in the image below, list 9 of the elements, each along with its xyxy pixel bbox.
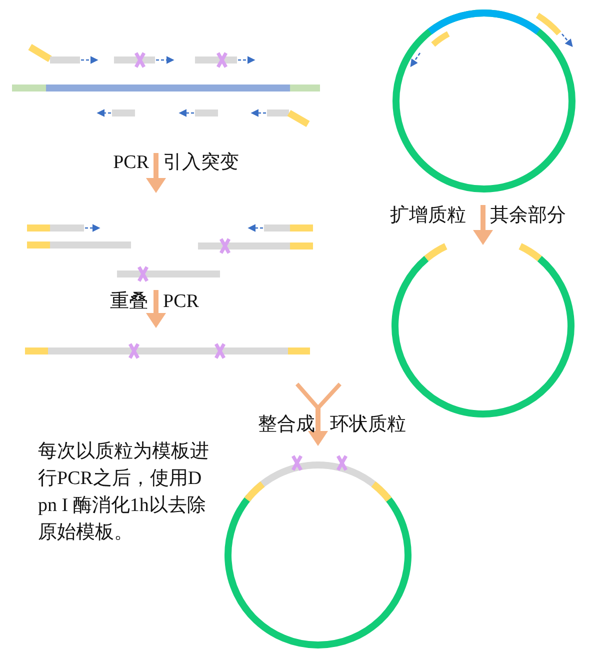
step-label: PCR: [113, 151, 149, 175]
step-label: 其余部分: [490, 204, 566, 228]
step-label: 重叠: [110, 290, 148, 314]
step-label: 整合成: [258, 413, 315, 437]
step-label: 扩增质粒: [390, 204, 466, 228]
step-label: PCR: [163, 290, 199, 314]
step-label: 引入突变: [163, 151, 239, 175]
step-label: 环状质粒: [330, 413, 406, 437]
note-text: 每次以质粒为模板进行PCR之后，使用Dpn I 酶消化1h以去除原始模板。: [38, 440, 210, 545]
